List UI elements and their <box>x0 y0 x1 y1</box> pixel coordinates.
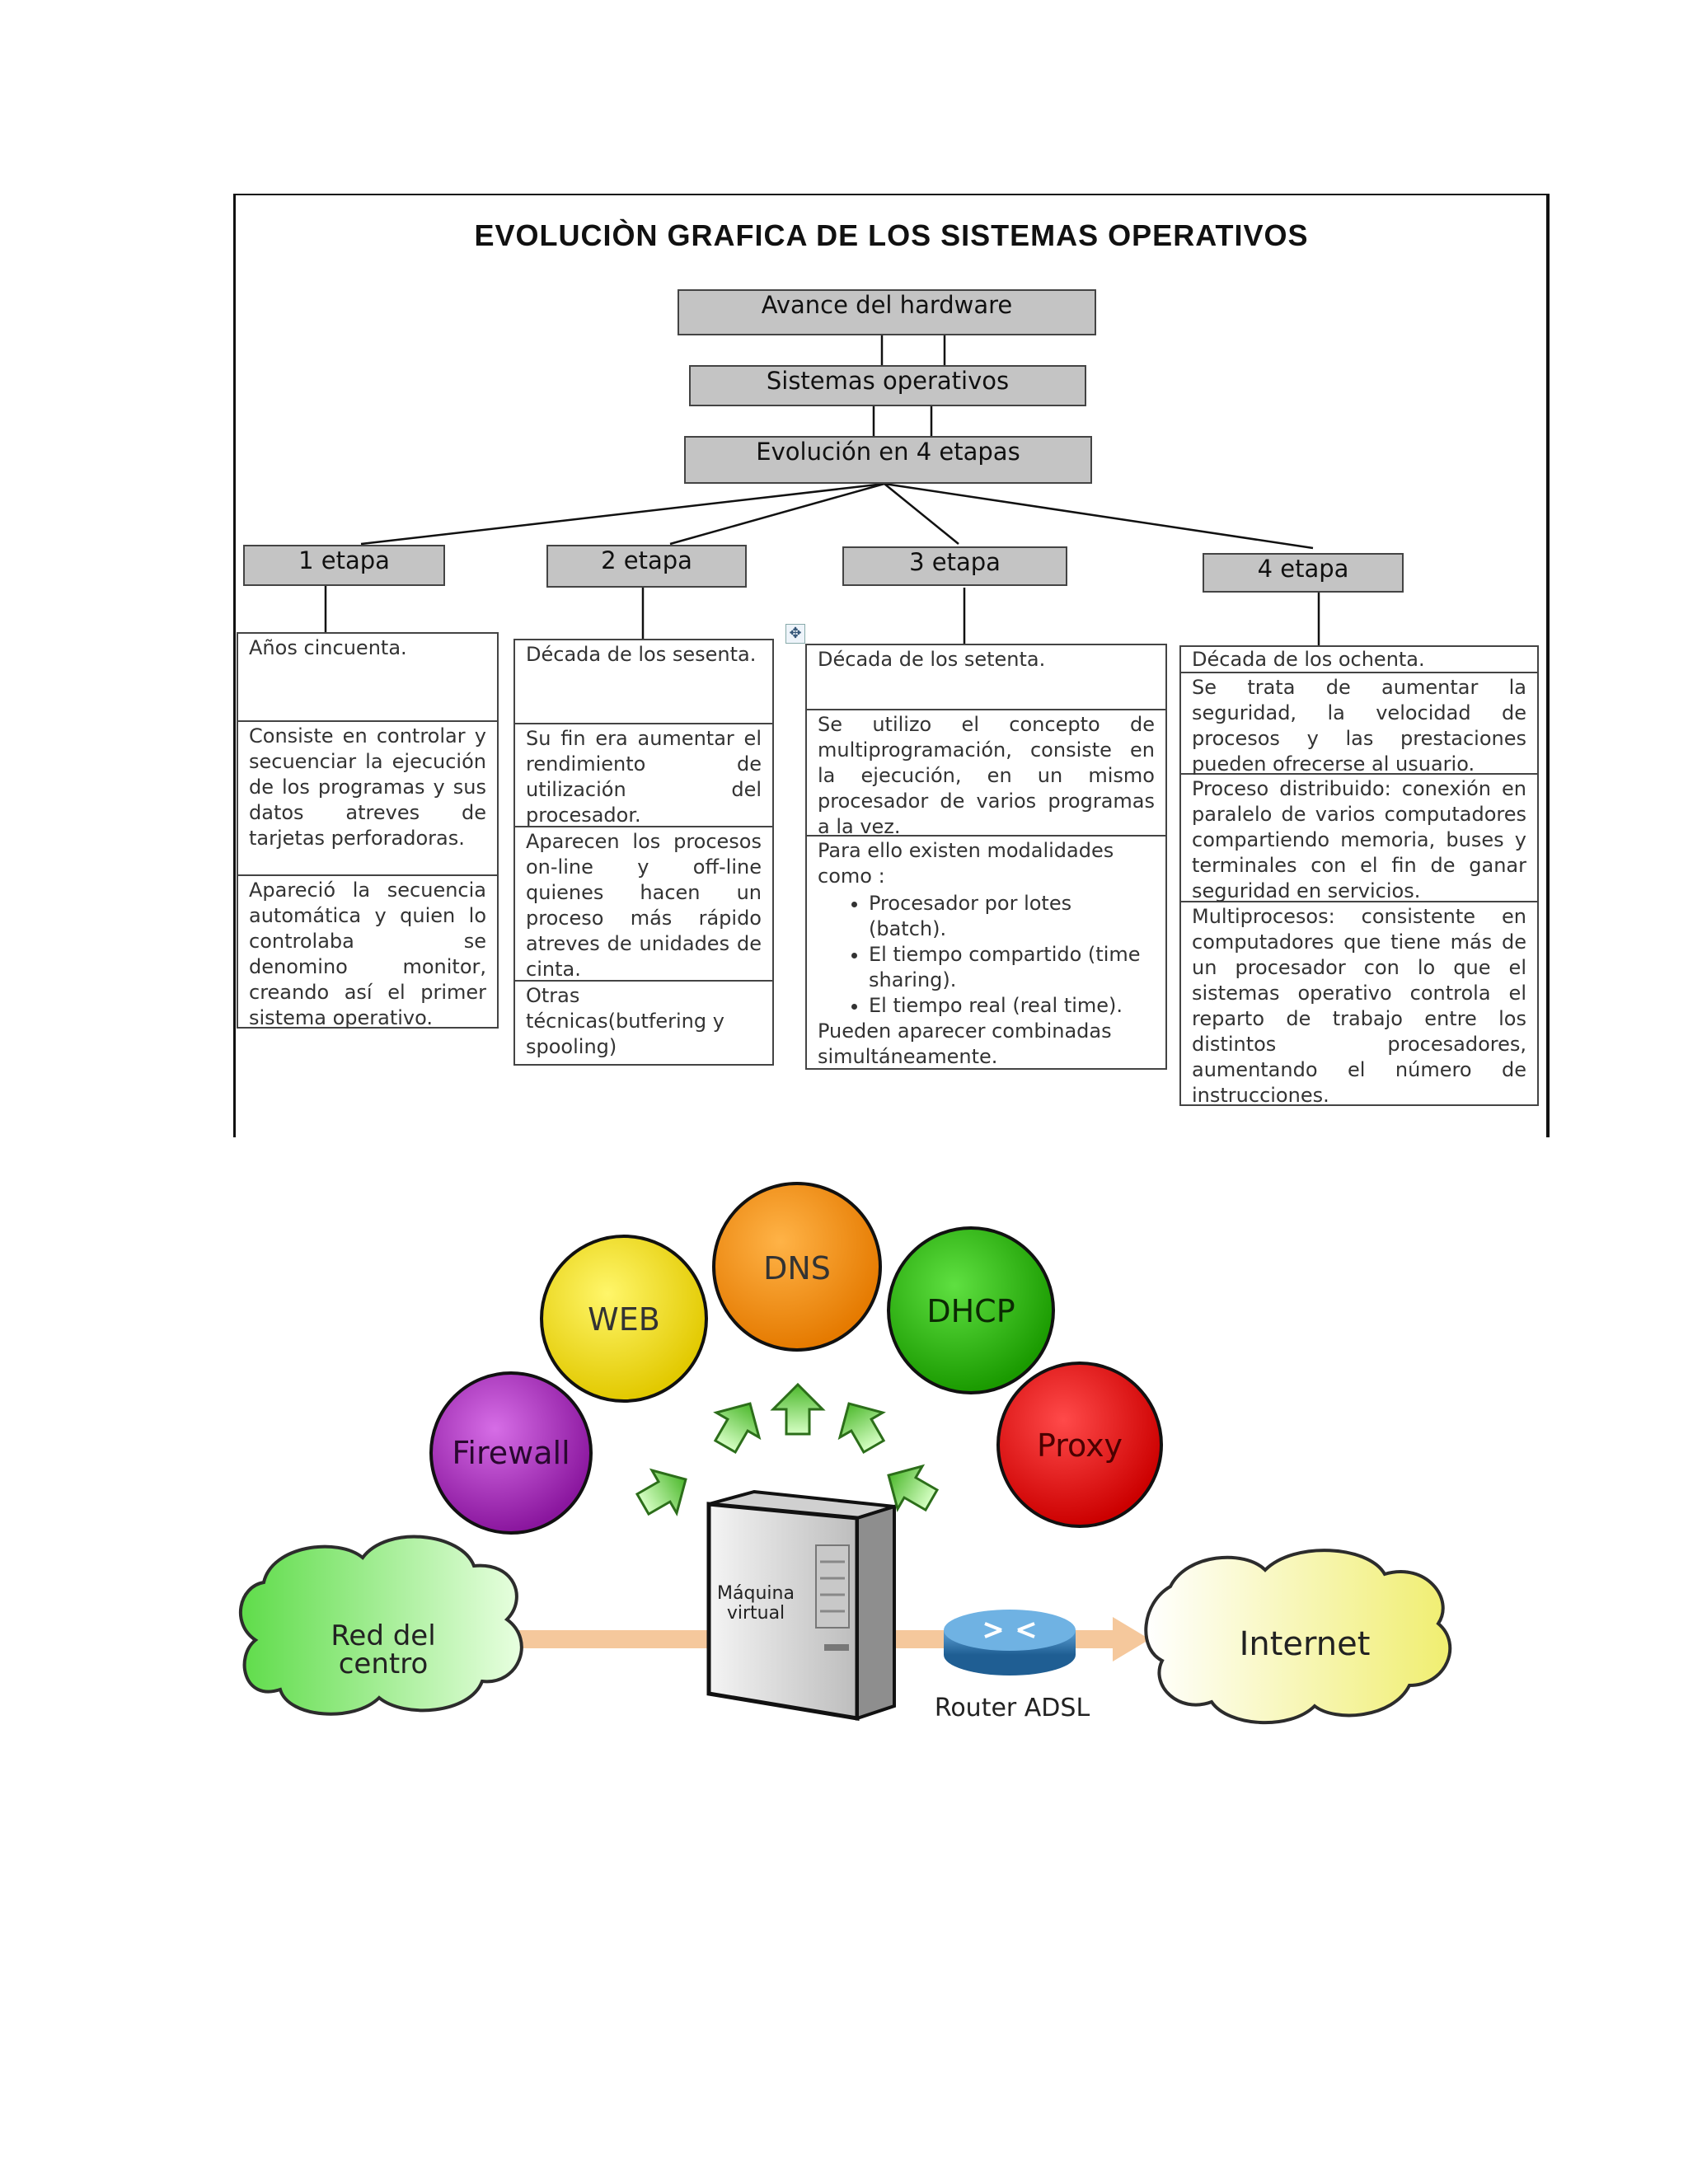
arrow-to-proxy <box>887 1464 940 1512</box>
lan-label-line-2: centro <box>339 1647 429 1680</box>
stage-4-distributed: Proceso distribuido: conexión en paralel… <box>1181 775 1537 902</box>
stage-2-label: 2 etapa <box>546 545 747 588</box>
server-label-line-2: virtual <box>727 1603 785 1624</box>
diagram-title: EVOLUCIÒN GRAFICA DE LOS SISTEMAS OPERAT… <box>474 218 1309 252</box>
router-icon <box>944 1610 1076 1675</box>
stage-3-label: 3 etapa <box>842 546 1067 586</box>
router-label: Router ADSL <box>935 1694 1090 1722</box>
stage-3-modalities-outro: Pueden aparecer combinadas simultáneamen… <box>818 1019 1112 1068</box>
connector-lines <box>324 335 1320 645</box>
stage-4-column: Década de los ochenta. Se trata de aumen… <box>1179 645 1539 1107</box>
stage-4-description: Se trata de aumentar la seguridad, la ve… <box>1181 673 1537 776</box>
web-label: WEB <box>588 1301 660 1338</box>
box-hardware: Avance del hardware <box>678 289 1096 335</box>
proxy-label: Proxy <box>1037 1427 1123 1464</box>
internet-link-arrowhead <box>1113 1617 1150 1661</box>
arrow-to-dhcp <box>837 1402 886 1455</box>
stage-1-label: 1 etapa <box>243 545 445 586</box>
move-handle-icon[interactable]: ✥ <box>785 624 805 644</box>
internet-label: Internet <box>1240 1625 1371 1663</box>
lan-cloud <box>239 1535 523 1716</box>
diagram-frame <box>233 194 1550 1137</box>
network-diagram: Red del centro Internet Máquina virtual <box>0 1137 1688 1764</box>
service-arrows <box>635 1382 940 1516</box>
lan-link <box>507 1630 713 1648</box>
stage-2-description: Su fin era aumentar el rendimiento de ut… <box>515 724 772 827</box>
box-evolucion: Evolución en 4 etapas <box>684 436 1092 484</box>
stage-1-detail: Apareció la secuencia automática y quien… <box>249 879 486 1029</box>
connector-evo-stage2 <box>669 482 885 546</box>
dns-service <box>712 1182 882 1352</box>
stage-3-modalities: Para ello existen modalidades como : Pro… <box>807 837 1165 1068</box>
stage-2-column: Década de los sesenta. Su fin era aument… <box>513 639 774 1066</box>
internet-cloud <box>1144 1549 1452 1725</box>
stage-4-label: 4 etapa <box>1203 553 1404 593</box>
stage-4-period: Década de los ochenta. <box>1181 647 1537 673</box>
stage-1-column: Años cincuenta. Consiste en controlar y … <box>237 632 499 1029</box>
stage-3-description: Se utilizo el concepto de multiprogramac… <box>807 710 1165 838</box>
server-label-line-1: Máquina <box>717 1583 795 1604</box>
connector-evo-stage1 <box>360 482 885 546</box>
evolution-diagram: EVOLUCIÒN GRAFICA DE LOS SISTEMAS OPERAT… <box>233 194 1550 1137</box>
stage-4-multiprocess: Multiprocesos: consistente en computador… <box>1192 905 1526 1107</box>
stage-3-modalities-list: Procesador por lotes (batch). El tiempo … <box>818 891 1155 1019</box>
modality-item: El tiempo compartido (time sharing). <box>869 942 1155 993</box>
dns-label: DNS <box>763 1250 831 1286</box>
dhcp-service <box>887 1226 1055 1394</box>
virtual-machine-server <box>706 1489 896 1721</box>
stage-2-extra: Otras técnicas(butfering y spooling) <box>526 984 724 1058</box>
stage-2-period: Década de los sesenta. <box>515 640 772 724</box>
stage-3-period: Década de los setenta. <box>807 645 1165 710</box>
lan-label-line-1: Red del <box>331 1619 435 1652</box>
arrow-to-firewall <box>635 1468 687 1516</box>
stage-1-period: Años cincuenta. <box>238 634 497 722</box>
dhcp-label: DHCP <box>926 1293 1015 1329</box>
firewall-service <box>429 1371 593 1535</box>
stage-1-description: Consiste en controlar y secuenciar la ej… <box>238 722 497 876</box>
box-sistemas-operativos: Sistemas operativos <box>689 365 1086 406</box>
proxy-service <box>996 1361 1163 1528</box>
stage-3-column: Década de los setenta. Se utilizo el con… <box>805 644 1167 1070</box>
connector-evo-stage4 <box>884 482 1314 550</box>
firewall-label: Firewall <box>452 1435 570 1471</box>
stage-3-modalities-intro: Para ello existen modalidades como : <box>818 839 1114 888</box>
web-service <box>540 1235 708 1403</box>
modality-item: El tiempo real (real time). <box>869 993 1155 1019</box>
network-canvas: Red del centro Internet Máquina virtual <box>239 1182 1452 1725</box>
arrow-to-web <box>713 1402 762 1455</box>
stage-2-detail: Aparecen los procesos on-line y off-line… <box>515 827 772 982</box>
connector-evo-stage3 <box>884 483 959 545</box>
modality-item: Procesador por lotes (batch). <box>869 891 1155 942</box>
arrow-to-dns <box>770 1382 826 1436</box>
